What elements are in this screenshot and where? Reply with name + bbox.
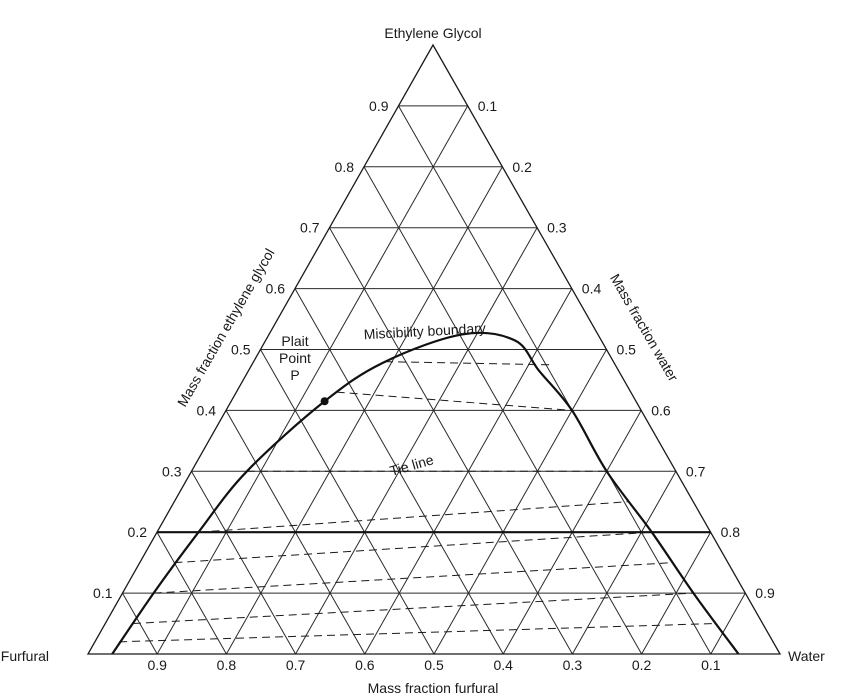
axis-title-left: Mass fraction ethylene glycol — [174, 246, 278, 410]
miscibility-boundary-label: Miscibility boundary — [363, 320, 486, 342]
right-tick-label: 0.6 — [651, 402, 671, 418]
plait-point-label-line2: Point — [279, 350, 311, 366]
vertex-label-right: Water — [788, 648, 825, 664]
grid-line-water — [710, 592, 746, 655]
tie-line-label: Tie line — [388, 451, 435, 479]
tie-line — [198, 501, 628, 533]
right-tick-label: 0.1 — [478, 98, 498, 114]
grid-line-water — [641, 531, 712, 655]
grid-line-furfural — [398, 105, 712, 655]
right-tick-label: 0.3 — [547, 220, 567, 236]
left-tick-label: 0.8 — [335, 159, 355, 175]
tie-line — [132, 592, 694, 625]
tie-line — [174, 531, 652, 564]
tie-line — [336, 391, 573, 411]
tie-lines — [119, 361, 715, 643]
left-tick-label: 0.1 — [93, 585, 113, 601]
plait-point-label-line3: P — [290, 367, 299, 383]
grid-line-furfural — [191, 471, 297, 655]
vertex-label-top: Ethylene Glycol — [384, 25, 481, 41]
triangle-outline — [86, 43, 782, 655]
grid-lines — [122, 105, 746, 655]
triangle-edges — [86, 43, 782, 655]
tie-line — [119, 623, 715, 643]
labels: Ethylene Glycol Furfural Water Mass frac… — [1, 25, 825, 696]
bottom-tick-label: 0.2 — [632, 657, 652, 673]
tie-line — [153, 562, 673, 594]
tie-line — [385, 361, 550, 366]
bottom-tick-label: 0.4 — [493, 657, 513, 673]
left-tick-label: 0.4 — [197, 402, 217, 418]
right-tick-label: 0.5 — [617, 342, 637, 358]
bottom-tick-label: 0.5 — [424, 657, 444, 673]
axis-title-bottom: Mass fraction furfural — [368, 680, 499, 696]
right-tick-label: 0.9 — [755, 585, 775, 601]
bottom-tick-label: 0.9 — [147, 657, 167, 673]
bottom-tick-label: 0.6 — [355, 657, 375, 673]
right-tick-label: 0.2 — [512, 159, 532, 175]
grid-line-water — [156, 105, 469, 655]
miscibility-boundary-layer — [111, 331, 740, 655]
left-tick-label: 0.6 — [266, 281, 286, 297]
grid-line-water — [433, 349, 607, 655]
left-tick-label: 0.2 — [128, 524, 148, 540]
right-tick-label: 0.8 — [721, 524, 741, 540]
bottom-tick-label: 0.8 — [217, 657, 237, 673]
right-tick-label: 0.7 — [686, 463, 706, 479]
left-tick-label: 0.3 — [162, 463, 182, 479]
left-tick-label: 0.9 — [369, 98, 389, 114]
bottom-tick-label: 0.1 — [701, 657, 721, 673]
grid-line-furfural — [156, 531, 227, 655]
miscibility-boundary-curve — [111, 331, 740, 655]
axis-title-right: Mass fraction water — [607, 271, 682, 384]
left-tick-label: 0.5 — [231, 342, 251, 358]
grid-line-furfural — [260, 349, 435, 655]
grid-line-water — [295, 227, 538, 655]
right-tick-label: 0.4 — [582, 281, 602, 297]
bottom-tick-label: 0.7 — [286, 657, 306, 673]
bottom-tick-label: 0.3 — [563, 657, 583, 673]
left-tick-label: 0.7 — [300, 220, 320, 236]
plait-point-label-line1: Plait — [281, 333, 308, 349]
grid-line-water — [571, 471, 677, 655]
vertex-label-left: Furfural — [1, 648, 49, 664]
grid-line-furfural — [329, 227, 573, 655]
plait-point-marker — [320, 397, 329, 406]
